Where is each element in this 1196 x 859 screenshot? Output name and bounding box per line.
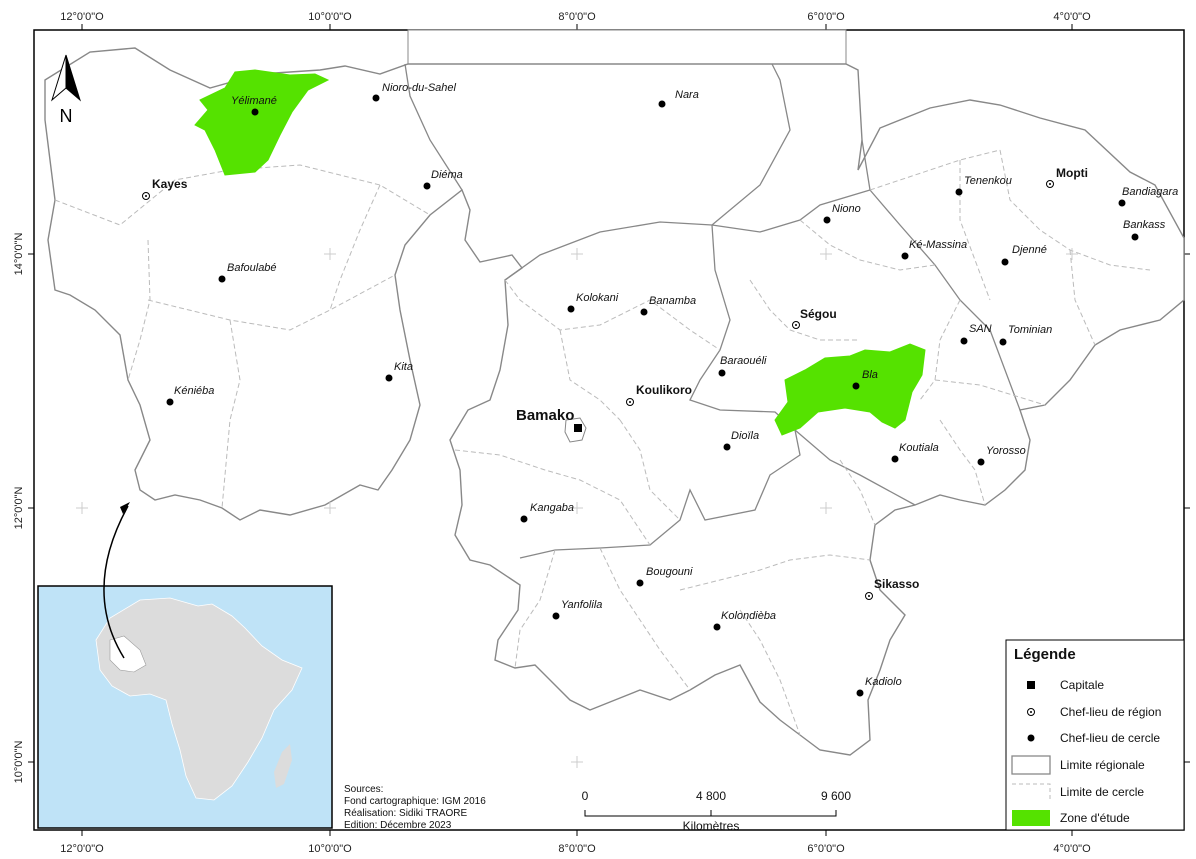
cercle-label-nara: Nara — [675, 89, 699, 101]
cercle-label-baraoueli: Baraouéli — [720, 355, 767, 367]
region-label-koulikoro: Koulikoro — [636, 383, 692, 397]
capital-marker-bamako — [574, 424, 582, 432]
cercle-label-koutiala: Koutiala — [899, 442, 939, 454]
cercle-label-yanfolila: Yanfolila — [561, 599, 602, 611]
cercle-label-djenne: Djenné — [1012, 244, 1047, 256]
cercle-label-bandiagara: Bandiagara — [1122, 186, 1178, 198]
legend-label-regional-limit: Limite régionale — [1060, 758, 1145, 772]
legend-label-study-zone: Zone d'étude — [1060, 811, 1130, 825]
scale-tick-4800: 4 800 — [696, 789, 726, 803]
cercle-markers — [166, 94, 1139, 697]
capital-label-bamako: Bamako — [516, 407, 574, 424]
grat-bottom-5: 4°0'0"O — [1053, 843, 1091, 855]
study-zone-yelimane — [194, 69, 330, 176]
cercle-label-bankass: Bankass — [1123, 219, 1166, 231]
cercle-label-tominian: Tominian — [1008, 324, 1052, 336]
legend-symbol-study-zone — [1012, 810, 1050, 826]
cercle-label-nioro: Nioro-du-Sahel — [382, 82, 457, 94]
cercle-label-bla: Bla — [862, 369, 878, 381]
grat-bottom-2: 10°0'0"O — [308, 843, 352, 855]
grat-bottom-3: 8°0'0"O — [558, 843, 596, 855]
scale-tick-9600: 9 600 — [821, 789, 851, 803]
cercle-label-kemassina: Ké-Massina — [909, 239, 967, 251]
north-arrow-icon: N — [51, 54, 81, 126]
inset-madagascar — [274, 744, 292, 788]
cercle-label-tenenkou: Tenenkou — [964, 175, 1012, 187]
legend: Légende Capitale Chef-lieu de région Che… — [1005, 639, 1185, 831]
scale-unit: Kilomètres — [683, 819, 740, 833]
grat-bottom-4: 6°0'0"O — [807, 843, 845, 855]
legend-symbol-regional-limit — [1011, 755, 1051, 775]
cercle-label-kangaba: Kangaba — [530, 502, 574, 514]
cercle-label-yelimane: Yélimané — [231, 95, 277, 107]
legend-label-capital: Capitale — [1060, 678, 1104, 692]
legend-label-cercle-limit: Limite de cercle — [1060, 785, 1144, 799]
grat-top-3: 8°0'0"O — [558, 11, 596, 23]
inset-map — [37, 585, 333, 829]
grat-top-2: 10°0'0"O — [308, 11, 352, 23]
sources-line-3: Réalisation: Sidiki TRAORE — [344, 808, 468, 819]
cercle-label-kadiolo: Kadiolo — [865, 676, 902, 688]
legend-title: Légende — [1014, 646, 1076, 663]
cercle-label-bafoulabe: Bafoulabé — [227, 262, 277, 274]
cercle-label-bougouni: Bougouni — [646, 566, 693, 578]
legend-label-region: Chef-lieu de région — [1060, 705, 1161, 719]
cercle-label-dioila: Dioïla — [731, 430, 759, 442]
north-arrow-letter: N — [60, 106, 73, 126]
north-extent-box — [407, 29, 847, 65]
inset-africa — [95, 597, 303, 801]
region-label-sikasso: Sikasso — [874, 577, 919, 591]
cercle-label-kolondieba: Kolondièba — [721, 610, 776, 622]
inset-mali — [109, 635, 147, 673]
cercle-label-niono: Niono — [832, 203, 861, 215]
sources-line-1: Sources: — [344, 784, 383, 795]
legend-symbol-cercle-limit — [1012, 783, 1051, 800]
legend-symbol-cercle — [1027, 734, 1035, 742]
grat-left-2: 12°0'0"N — [13, 487, 25, 530]
locator-arrowhead — [120, 502, 130, 514]
cercle-label-diema: Diéma — [431, 169, 463, 181]
grat-top-5: 4°0'0"O — [1053, 11, 1091, 23]
sources-line-4: Edition: Décembre 2023 — [344, 820, 452, 831]
grat-top-4: 6°0'0"O — [807, 11, 845, 23]
cercle-label-yorosso: Yorosso — [986, 445, 1026, 457]
region-label-segou: Ségou — [800, 307, 837, 321]
region-label-kayes: Kayes — [152, 177, 188, 191]
sources-line-2: Fond cartographique: IGM 2016 — [344, 796, 486, 807]
legend-label-cercle: Chef-lieu de cercle — [1060, 731, 1160, 745]
study-zone-bla — [774, 343, 926, 436]
cercle-label-kolokani: Kolokani — [576, 292, 619, 304]
grat-left-3: 10°0'0"N — [13, 741, 25, 784]
legend-symbol-capital — [1027, 681, 1035, 689]
cercle-label-banamba: Banamba — [649, 295, 696, 307]
region-label-mopti: Mopti — [1056, 166, 1088, 180]
locator-arrow — [103, 505, 129, 659]
grat-bottom-1: 12°0'0"O — [60, 843, 104, 855]
cercle-label-kita: Kita — [394, 361, 413, 373]
scale-bar: 0 4 800 9 600 Kilomètres — [582, 789, 852, 833]
cercle-boundaries — [54, 149, 1151, 736]
cercle-label-kenieba: Kéniéba — [174, 385, 214, 397]
scale-tick-0: 0 — [582, 789, 589, 803]
grat-top-1: 12°0'0"O — [60, 11, 104, 23]
cercle-label-san: SAN — [969, 323, 992, 335]
grat-left-1: 14°0'0"N — [13, 233, 25, 276]
